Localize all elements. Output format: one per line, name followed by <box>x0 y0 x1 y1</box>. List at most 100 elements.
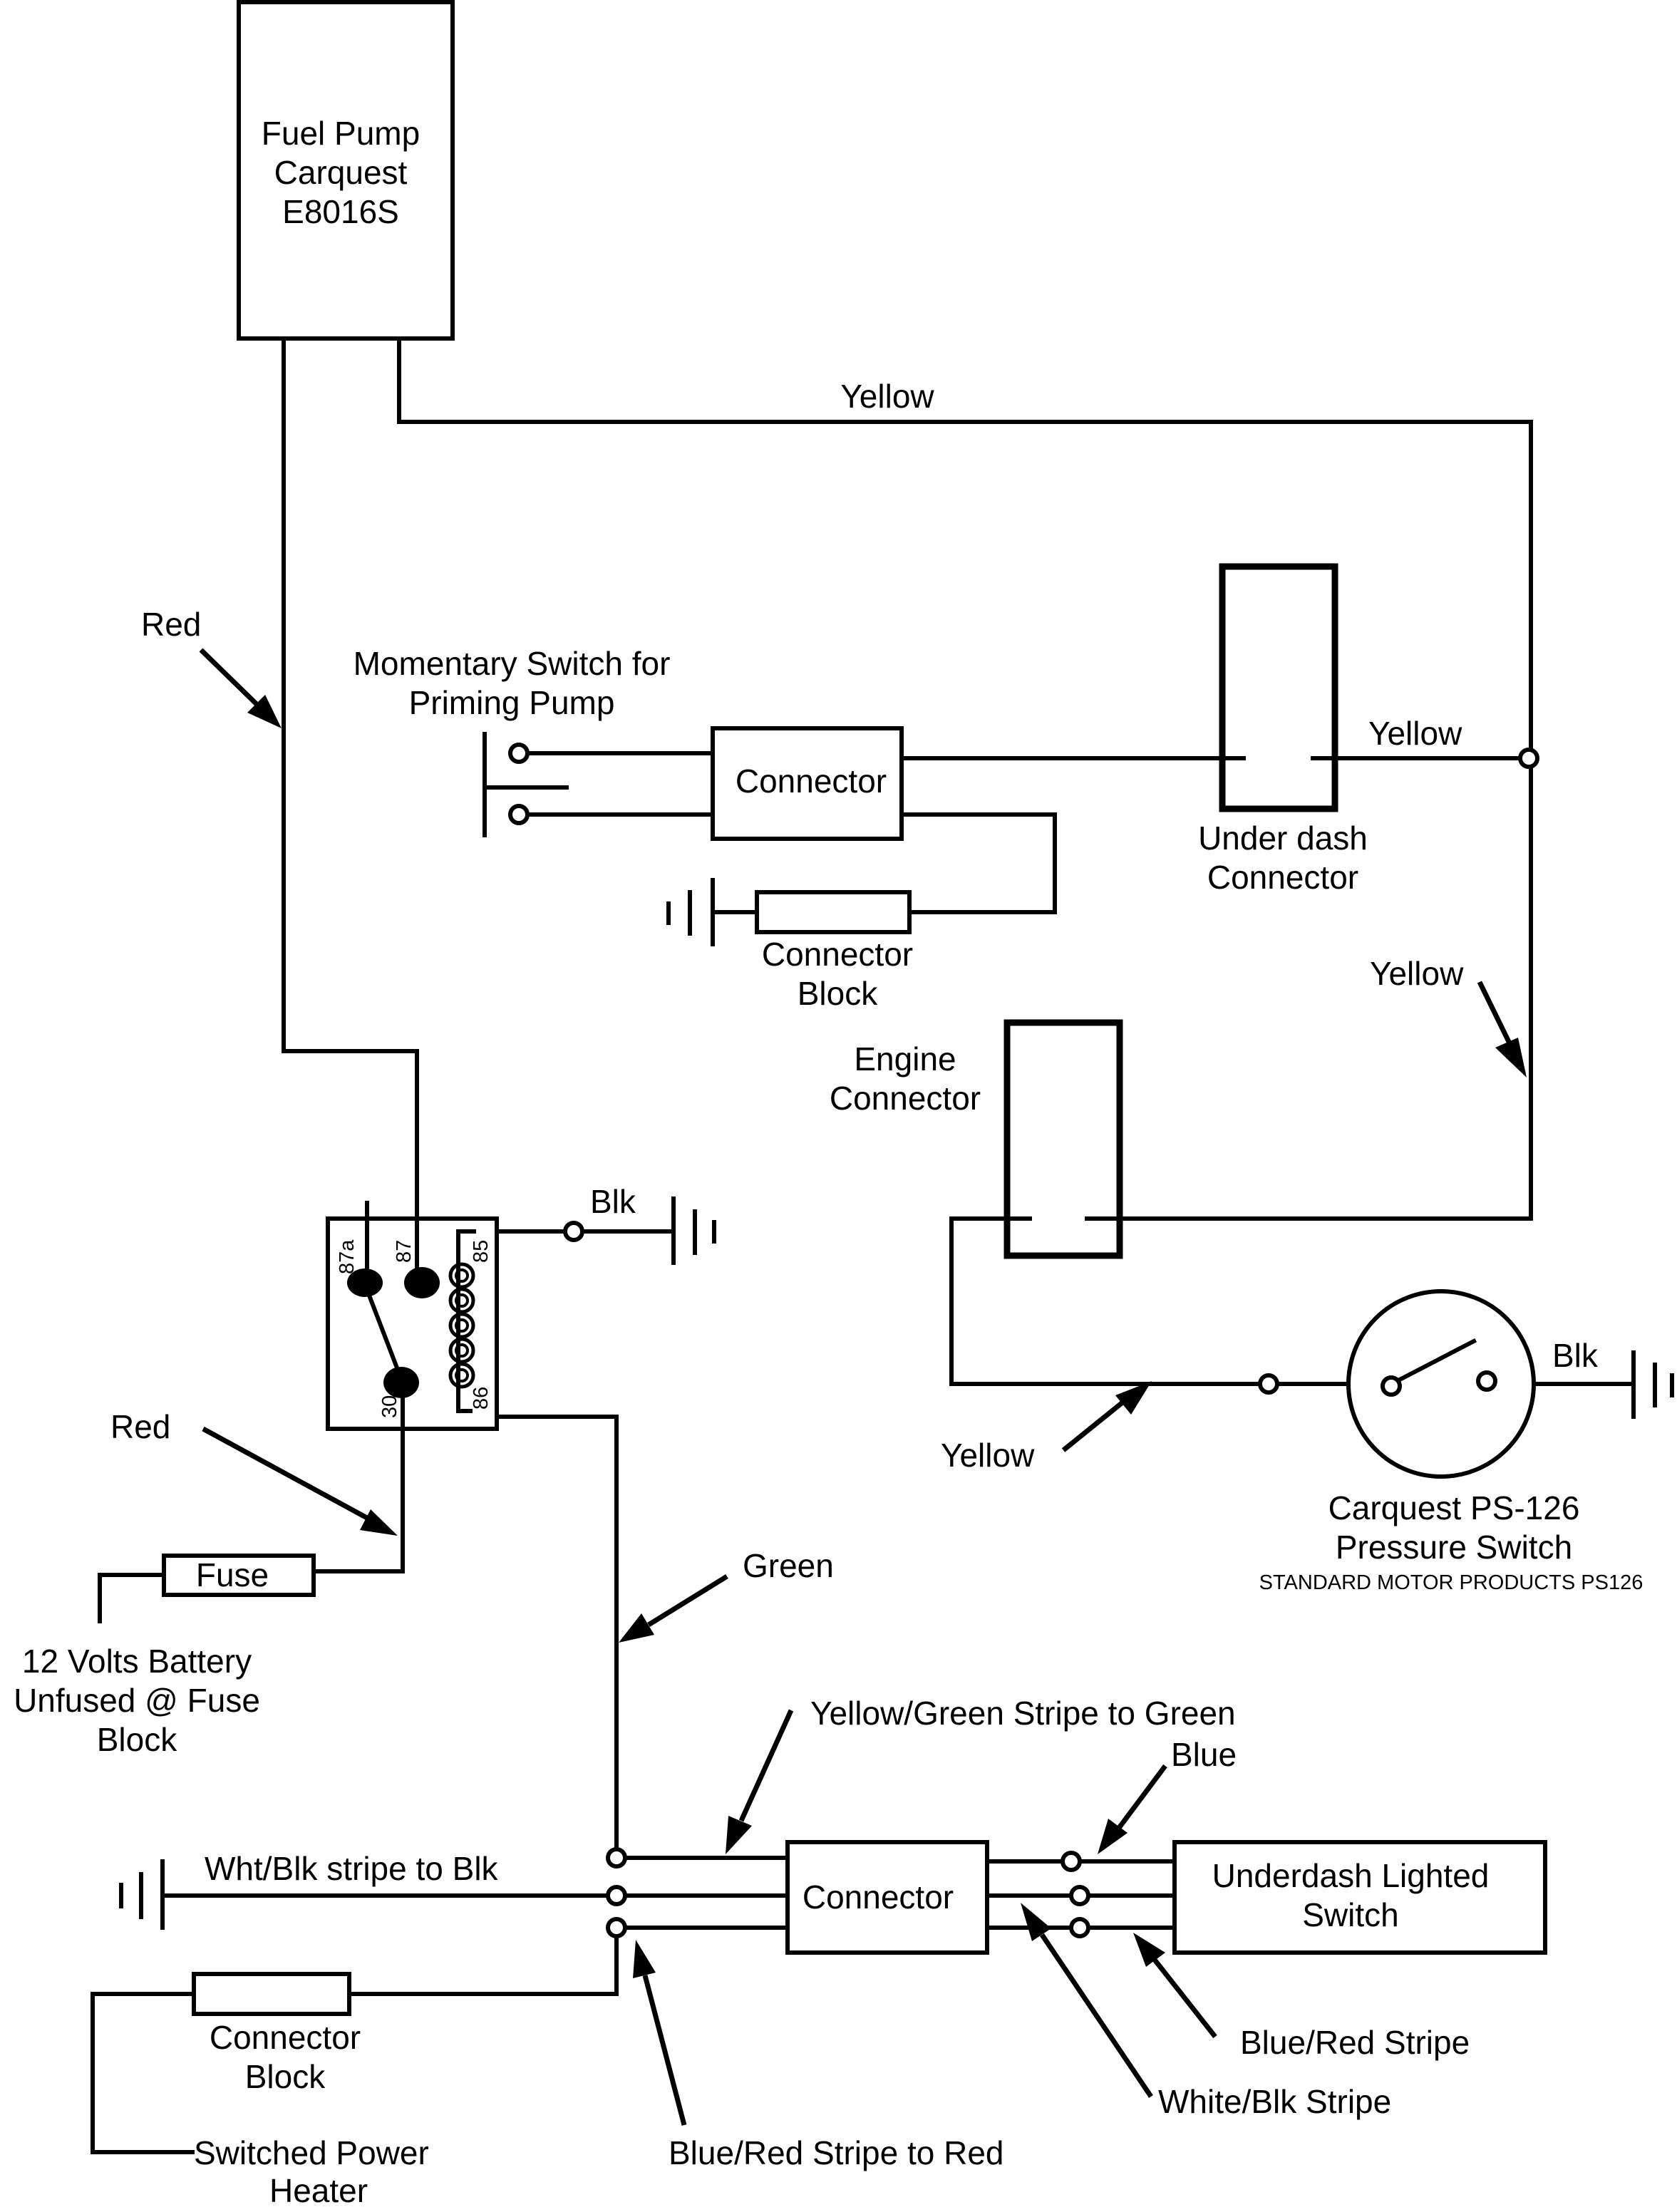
connector-bottom-box <box>785 1840 989 1955</box>
connector-block-bottom-label-2: Block <box>245 2058 326 2095</box>
fuel-pump-label-1: Fuel Pump <box>262 115 420 152</box>
label-blue-red-stripe: Blue/Red Stripe <box>1240 2024 1470 2061</box>
under-dash-connector-label-2: Connector <box>1207 859 1358 896</box>
connector-block-top: Connector Block <box>755 890 913 1012</box>
arrow-blue-red-stripe <box>1133 1933 1217 2039</box>
label-yellow-right: Yellow <box>1368 715 1462 752</box>
relay-pin-30: 30 <box>378 1395 401 1418</box>
label-wht-blk-stripe-to-blk: Wht/Blk stripe to Blk <box>205 1850 499 1887</box>
wire-fuse-to-battery <box>98 1573 166 1623</box>
connector-top: Connector <box>711 726 904 841</box>
connector-top-box <box>711 726 904 841</box>
node-red <box>606 1917 627 1938</box>
under-dash-connector: Under dash Connector <box>1198 563 1368 896</box>
label-blue: Blue <box>1171 1736 1237 1773</box>
momentary-switch: Momentary Switch for Priming Pump <box>354 645 671 837</box>
connector-bottom-label: Connector <box>803 1878 954 1916</box>
wire-engine-to-pressure-switch <box>949 1216 1259 1386</box>
connector-block-top-label-1: Connector <box>762 936 913 973</box>
lighted-switch-label-1: Underdash Lighted <box>1212 1857 1490 1894</box>
pressure-switch: Carquest PS-126 Pressure Switch STANDARD… <box>1258 1289 1644 1594</box>
wires <box>91 329 1636 2154</box>
pressure-switch-terminal-right <box>1476 1370 1497 1392</box>
yellow-junction-node <box>1518 748 1539 769</box>
relay-coil-icon <box>448 1262 475 1389</box>
arrow-blue <box>1098 1764 1167 1854</box>
under-dash-connector-box <box>1219 563 1338 812</box>
red-wire-relay-30-to-fuse <box>311 1420 405 1573</box>
under-dash-connector-label-1: Under dash <box>1198 820 1368 857</box>
switch-terminal-bottom <box>508 804 530 825</box>
fuse-label: Fuse <box>196 1556 269 1593</box>
relay-87-contact <box>404 1267 440 1298</box>
wire-connector-to-block <box>899 812 1057 914</box>
blk-inline-terminal <box>563 1221 584 1242</box>
label-yellow-mid: Yellow <box>1370 955 1464 992</box>
engine-connector-label-2: Connector <box>830 1080 981 1117</box>
connector-block-top-box <box>755 890 912 934</box>
connector-bottom: Connector <box>785 1840 989 1955</box>
label-blue-red-stripe-to-red: Blue/Red Stripe to Red <box>669 2134 1004 2171</box>
pressure-switch-blade <box>1395 1338 1477 1384</box>
ground-symbol-relay <box>671 1197 716 1265</box>
battery-label-1: 12 Volts Battery <box>22 1643 252 1680</box>
fuel-pump: Fuel Pump Carquest E8016S <box>237 0 455 341</box>
arrow-blue-red-stripe-to-red <box>633 1940 687 2126</box>
connector-block-top-label-2: Block <box>798 975 878 1012</box>
node-green <box>606 1847 627 1869</box>
yellow-inline-terminal <box>1258 1373 1279 1395</box>
arrow-white-blk-stripe <box>1021 1903 1153 2098</box>
pressure-switch-label-2: Pressure Switch <box>1336 1529 1572 1566</box>
pressure-switch-alt-part: STANDARD MOTOR PRODUCTS PS126 <box>1259 1571 1644 1594</box>
connector-block-bottom: Connector Block <box>192 1972 361 2095</box>
relay-pin-85: 85 <box>470 1240 492 1263</box>
fuse: Fuse <box>162 1554 316 1597</box>
red-wire-pump-to-relay <box>282 336 419 1217</box>
lighted-switch-label-2: Switch <box>1302 1896 1398 1933</box>
engine-connector-label-1: Engine <box>854 1040 956 1077</box>
relay-pin-86: 86 <box>470 1387 492 1410</box>
label-red-top: Red <box>141 606 201 643</box>
node-blue <box>1061 1851 1082 1872</box>
connector-block-bottom-label-1: Connector <box>210 2019 361 2056</box>
pressure-switch-label-1: Carquest PS-126 <box>1328 1489 1580 1526</box>
green-wire-relay-86 <box>495 1415 619 1851</box>
pressure-switch-terminal-left <box>1381 1375 1402 1397</box>
momentary-switch-label-2: Priming Pump <box>409 684 615 721</box>
ground-symbol-bottom <box>119 1859 165 1930</box>
relay-pin-87a: 87a <box>336 1239 358 1274</box>
node-blk <box>606 1885 627 1906</box>
connector-top-label: Connector <box>736 763 887 800</box>
arrow-red-top <box>199 648 282 728</box>
engine-connector: Engine Connector <box>830 1019 1123 1259</box>
battery-label-3: Block <box>97 1721 177 1758</box>
label-blk-pressure: Blk <box>1552 1337 1599 1374</box>
battery-label-2: Unfused @ Fuse <box>14 1682 260 1719</box>
label-yellow-bottom: Yellow <box>941 1437 1035 1474</box>
arrow-green <box>619 1574 728 1643</box>
label-yellow-top: Yellow <box>840 378 934 415</box>
node-bluered <box>1069 1917 1090 1938</box>
pressure-switch-body <box>1346 1289 1536 1479</box>
relay-87a-contact <box>347 1268 383 1297</box>
label-blk-relay: Blk <box>590 1183 636 1220</box>
connector-block-bottom-box <box>192 1972 351 2016</box>
label-red-bottom: Red <box>110 1408 170 1445</box>
ground-symbol-connector-block <box>666 878 715 946</box>
momentary-switch-label-1: Momentary Switch for <box>354 645 671 682</box>
fuel-pump-box <box>237 0 455 341</box>
underdash-lighted-switch-box <box>1172 1840 1547 1955</box>
relay-armature <box>364 1287 404 1382</box>
wire-block-to-switched-power <box>91 1992 196 2154</box>
fuel-pump-label-2: Carquest <box>274 154 408 191</box>
relay: 87a 87 85 30 86 <box>326 1201 499 1431</box>
underdash-lighted-switch: Underdash Lighted Switch <box>1172 1840 1547 1955</box>
arrow-yellow-mid <box>1477 981 1527 1077</box>
label-yellow-green-stripe: Yellow/Green Stripe to Green <box>810 1695 1236 1732</box>
ground-symbol-pressure-switch <box>1631 1350 1674 1419</box>
label-green: Green <box>743 1547 834 1584</box>
arrow-yellow-green-stripe <box>726 1709 794 1854</box>
switched-power-label-2: Heater <box>269 2172 368 2209</box>
fuse-box <box>162 1554 316 1597</box>
